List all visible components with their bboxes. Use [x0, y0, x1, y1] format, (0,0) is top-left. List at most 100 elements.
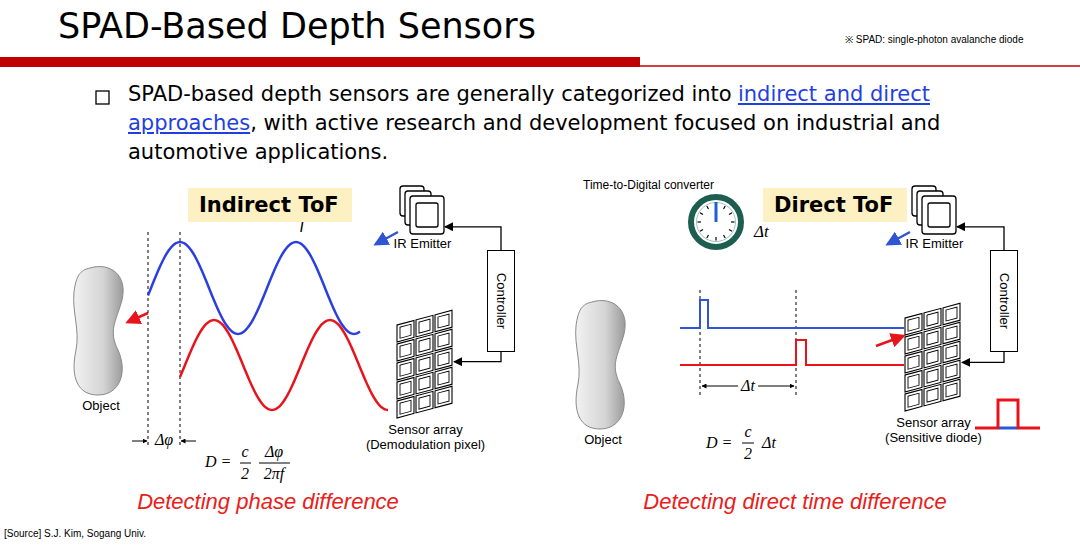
- pixel-cell: [416, 391, 433, 413]
- pixel-cell: [924, 308, 941, 330]
- dimension-arrow: [181, 441, 196, 442]
- control-line: [957, 227, 1004, 250]
- control-line: [962, 352, 1004, 362]
- tdc-clock: [691, 197, 741, 247]
- pixel-cell: [943, 360, 960, 382]
- panel-caption: Detecting phase difference: [137, 489, 399, 514]
- node-label: IR Emitter: [890, 237, 980, 252]
- pixel-cell: [435, 329, 452, 351]
- pixel-cell: [905, 370, 922, 392]
- pixel-cell: [438, 352, 449, 366]
- pixel-cell: [924, 384, 941, 406]
- sensor-backing: [904, 301, 963, 414]
- node-label: Controller: [997, 273, 1012, 329]
- pixel-cell: [924, 327, 941, 349]
- clock-tick: [724, 206, 726, 209]
- node-label: Object: [56, 399, 146, 414]
- pixel-cell: [905, 332, 922, 354]
- control-line: [445, 227, 501, 250]
- clock-tick: [700, 213, 703, 215]
- pixel-cell: [927, 350, 938, 364]
- phase-guide: [180, 232, 181, 448]
- pixel-cell: [419, 376, 430, 390]
- pixel-cell: [397, 377, 414, 399]
- received-wave: [180, 320, 388, 410]
- pixel-cell: [438, 333, 449, 347]
- pixel-cell: [927, 388, 938, 402]
- pixel-cell: [419, 395, 430, 409]
- bullet-text: SPAD-based depth sensors are generally c…: [128, 82, 732, 106]
- pixel-cell: [435, 367, 452, 389]
- received-pulse: [680, 340, 930, 365]
- pixel-cell: [419, 357, 430, 371]
- pixel-cell: [397, 320, 414, 342]
- pixel-cell: [416, 315, 433, 337]
- time-symbol: Δt: [738, 377, 758, 395]
- pixel-cell: [400, 400, 411, 414]
- clock-tick: [731, 221, 735, 222]
- pixel-cell: [419, 319, 430, 333]
- bullet-text: , with active research and development f…: [128, 111, 940, 164]
- fraction-bar: [742, 443, 754, 444]
- pixel-cell: [946, 383, 957, 397]
- method-tag: Indirect ToF: [188, 188, 352, 222]
- pixel-cell: [927, 369, 938, 383]
- dimension-arrow: [132, 441, 147, 442]
- pixel-cell: [400, 324, 411, 338]
- clock-tick: [698, 221, 702, 222]
- footnote: ※ SPAD: single-photon avalanche diode: [845, 34, 1023, 46]
- pixel-cell: [400, 381, 411, 395]
- pixel-cell: [397, 396, 414, 418]
- component-label: Time-to-Digital converter: [583, 179, 714, 193]
- clock-tick: [715, 237, 716, 241]
- node-label: Direct ToF: [774, 191, 896, 219]
- pixel-cell: [946, 326, 957, 340]
- sine-waves: [148, 242, 388, 410]
- reflected-arrow: [128, 313, 148, 322]
- title-rule: [640, 65, 1080, 67]
- pixel-cell: [927, 312, 938, 326]
- pixel-cell: [435, 348, 452, 370]
- formula-term: 2πf: [264, 465, 284, 483]
- controller-box: Controller: [487, 250, 515, 352]
- clock-tick: [729, 213, 732, 215]
- object-shape: [74, 267, 123, 395]
- formula-term: D =: [205, 453, 231, 471]
- sensor-array: Sensor array (Sensitive diode): [905, 303, 962, 413]
- formula-term: Δt: [762, 434, 776, 452]
- pixel-cell: [927, 331, 938, 345]
- controller-box: Controller: [990, 250, 1018, 352]
- pixel-cell: [905, 313, 922, 335]
- detected-pulse-icon: [999, 427, 1017, 430]
- bullet-paragraph: SPAD-based depth sensors are generally c…: [128, 80, 1033, 167]
- formula-term: 2: [744, 445, 752, 463]
- formula-term: Δφ: [265, 443, 283, 461]
- pixel-cell: [438, 371, 449, 385]
- time-symbol: Δt: [754, 222, 769, 242]
- sensor-backing: [396, 308, 455, 421]
- incoming-photon-arrow: [876, 336, 903, 346]
- clock-tick: [700, 230, 703, 232]
- ir-emitter-icon: [400, 186, 444, 234]
- formula-term: D =: [706, 434, 732, 452]
- fraction-bar: [240, 463, 251, 464]
- object-shape: [576, 301, 625, 429]
- ir-emitter: IR Emitter: [912, 186, 957, 234]
- pixel-cell: [905, 351, 922, 373]
- phase-symbol: Δφ: [155, 431, 173, 449]
- phase-guide: [148, 232, 149, 448]
- pixel-cell: [943, 341, 960, 363]
- ir-emitter-icon: [912, 186, 956, 234]
- clock-tick: [724, 235, 726, 238]
- pixel-cell: [397, 358, 414, 380]
- node-label: Sensor array (Demodulation pixel): [356, 423, 496, 453]
- clock-tick: [729, 230, 732, 232]
- pixel-cell: [908, 393, 919, 407]
- node-label: IR Emitter: [378, 237, 468, 252]
- object: Object: [574, 296, 632, 430]
- pixel-cell: [946, 307, 957, 321]
- pixel-cell: [419, 338, 430, 352]
